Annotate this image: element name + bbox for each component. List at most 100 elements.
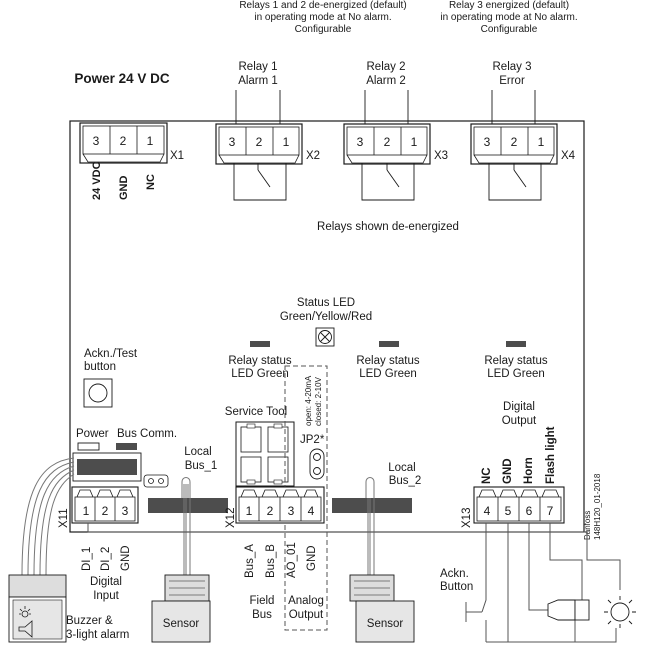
x13-pin-label-gnd: GND — [502, 458, 514, 484]
relay-2-status-label: Relay status — [356, 355, 420, 367]
analog-output-subtitle: Output — [289, 609, 324, 621]
x11-pin-label-gnd: GND — [120, 545, 132, 571]
relay-2-status-sub: LED Green — [359, 368, 417, 380]
flash-light — [604, 596, 636, 628]
ackn-test-subtitle: button — [84, 361, 116, 373]
jumper-label: JP2* — [300, 434, 325, 446]
x3-pin-2: 2 — [384, 135, 391, 149]
x1-pin-2: 2 — [120, 134, 127, 148]
status-led — [315, 327, 335, 347]
x12-pin-label-bus-a: Bus_A — [244, 544, 256, 578]
x13-pin-7: 7 — [547, 504, 554, 518]
sensor-2-label: Sensor — [367, 618, 404, 630]
x2-pin-2: 2 — [256, 135, 263, 149]
x1-label: X1 — [170, 150, 184, 162]
x12-pin-label-bus-b: Bus_B — [265, 544, 277, 578]
x12-fieldbus-analog-connector — [235, 486, 325, 524]
doc-ref-brand: Danfoss — [583, 511, 592, 540]
x11-pin-label-di1: DI_1 — [81, 547, 93, 571]
x11-pin-label-di2: DI_2 — [100, 547, 112, 571]
x11-label: X11 — [58, 508, 70, 528]
status-led-title: Status LED — [297, 297, 355, 309]
jumper-closed-note: closed: 2-10V — [314, 376, 323, 426]
relay-1-title: Relay 1 — [239, 61, 278, 73]
buzzer-light-alarm — [8, 574, 67, 643]
x13-pin-4: 4 — [484, 504, 491, 518]
field-wiring — [21, 457, 375, 576]
x1-pin-label-24vdc: 24 VDC — [91, 161, 103, 200]
doc-ref-code: 148H120_01-2018 — [593, 473, 602, 540]
local-bus-2-title: Local — [388, 462, 416, 474]
bus-comm-led — [116, 443, 137, 450]
x13-digital-output-connector — [473, 486, 565, 524]
x1-power-connector — [79, 122, 168, 164]
digital-input-title: Digital — [90, 576, 122, 588]
x12-pin-1: 1 — [246, 504, 253, 518]
x13-pin-5: 5 — [505, 504, 512, 518]
relay-3-subtitle: Error — [499, 75, 525, 87]
x1-pin-label-gnd: GND — [118, 176, 130, 201]
note-relay12-line2: in operating mode at No alarm. — [254, 12, 391, 23]
field-bus-title: Field — [250, 595, 275, 607]
x12-pin-2: 2 — [267, 504, 274, 518]
x3-relay-2-connector — [343, 90, 431, 201]
ackn-button-label-line2: Button — [440, 581, 473, 593]
x13-pin-label-horn: Horn — [523, 457, 535, 484]
power-led — [77, 442, 100, 451]
digital-input-subtitle: Input — [93, 590, 119, 602]
relay-3-status-label: Relay status — [484, 355, 548, 367]
horn — [547, 599, 590, 621]
local-bus-1-title: Local — [184, 446, 212, 458]
relay-2-status-led — [379, 341, 399, 347]
x12-label: X12 — [225, 508, 237, 528]
relay-1-status-sub: LED Green — [231, 368, 289, 380]
ackn-test-button[interactable] — [83, 378, 113, 408]
x11-pin-1: 1 — [83, 504, 90, 518]
x12-pin-label-gnd: GND — [306, 545, 318, 571]
digital-output-title: Digital — [503, 401, 535, 413]
x4-label: X4 — [561, 150, 576, 162]
digital-output-subtitle: Output — [502, 415, 537, 427]
relay-3-title: Relay 3 — [493, 61, 532, 73]
relays-note: Relays shown de-energized — [317, 221, 459, 233]
relay-1-status-label: Relay status — [228, 355, 292, 367]
relay-2-subtitle: Alarm 2 — [366, 75, 406, 87]
x2-pin-1: 1 — [283, 135, 290, 149]
x4-pin-3: 3 — [484, 135, 491, 149]
bus-comm-led-label: Bus Comm. — [117, 428, 177, 440]
x2-relay-1-connector — [215, 90, 303, 201]
field-bus-subtitle: Bus — [252, 609, 272, 621]
note-relay3-line3: Configurable — [481, 24, 538, 35]
x3-pin-1: 1 — [411, 135, 418, 149]
status-led-subtitle: Green/Yellow/Red — [280, 311, 372, 323]
note-relay12-line1: Relays 1 and 2 de-energized (default) — [239, 0, 406, 11]
local-bus-2-subtitle: Bus_2 — [389, 475, 422, 487]
jp2-jumper[interactable] — [309, 448, 325, 480]
relay-3-status-led — [506, 341, 526, 347]
buzzer-label-line2: 3-light alarm — [66, 629, 129, 641]
relay-1-subtitle: Alarm 1 — [238, 75, 278, 87]
note-relay3-line2: in operating mode at No alarm. — [440, 12, 577, 23]
x1-pin-3: 3 — [93, 134, 100, 148]
power-led-label: Power — [76, 428, 109, 440]
note-relay12-line3: Configurable — [295, 24, 352, 35]
note-relay3-line1: Relay 3 energized (default) — [449, 0, 569, 11]
x3-pin-3: 3 — [357, 135, 364, 149]
x12-pin-3: 3 — [288, 504, 295, 518]
x11-digital-input-connector — [71, 486, 139, 524]
service-tool-port[interactable] — [235, 421, 295, 487]
x4-pin-2: 2 — [511, 135, 518, 149]
x12-pin-4: 4 — [308, 504, 315, 518]
local-bus-1-subtitle: Bus_1 — [185, 460, 218, 472]
x11-pin-3: 3 — [122, 504, 129, 518]
service-tool-label: Service Tool — [225, 406, 287, 418]
local-bus-2-connector — [332, 498, 412, 513]
local-bus-1-connector — [148, 498, 228, 513]
buzzer-label-line1: Buzzer & — [66, 615, 113, 627]
small-jumper — [143, 474, 169, 488]
relay-2-title: Relay 2 — [367, 61, 406, 73]
ackn-button-label-line1: Ackn. — [440, 568, 469, 580]
relay-3-status-sub: LED Green — [487, 368, 545, 380]
x11-pin-2: 2 — [102, 504, 109, 518]
